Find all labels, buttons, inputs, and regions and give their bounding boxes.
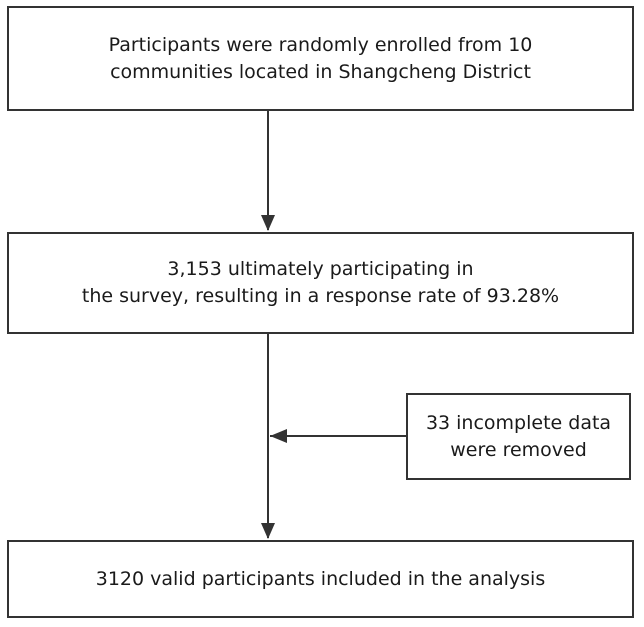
participating-text-line-1: 3,153 ultimately participating in [167,258,474,280]
enrollment-text-line-1: Participants were randomly enrolled from… [108,33,533,56]
excluded-text-line-1: 33 incomplete data [425,411,612,434]
enrollment-text-line-2: communities located in Shangcheng Distri… [110,60,531,83]
arrowhead-enrollment-to-participating [261,215,275,231]
enrollment-box: Participants were randomly enrolled from… [7,6,634,111]
arrowhead-excluded-to-main-line [270,429,287,443]
participating-box: 3,153 ultimately participating in the su… [7,232,634,334]
arrowhead-participating-to-analysis [261,523,275,539]
analysis-text-line-1: 3120 valid participants included in the … [95,567,546,590]
analysis-box: 3120 valid participants included in the … [7,540,634,618]
participating-text-line-2: the survey, resulting in a response rate… [81,285,560,307]
excluded-box: 33 incomplete data were removed [406,393,631,480]
excluded-text-line-2: were removed [450,438,587,461]
